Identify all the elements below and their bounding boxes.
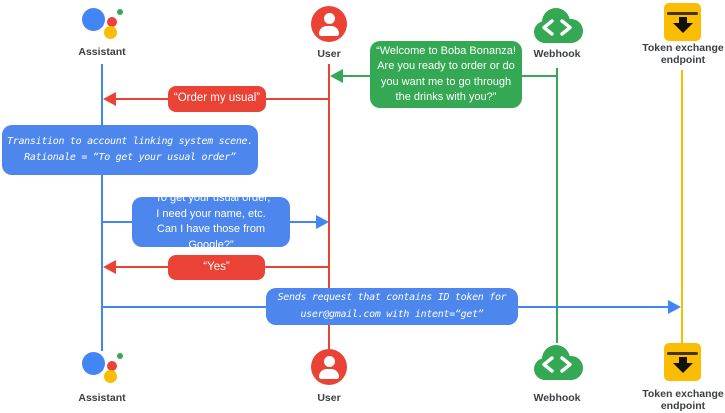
user-torso-icon: [319, 368, 339, 379]
ask-google-arrowhead-icon: [316, 215, 329, 229]
ask-google-bubble: “To get your usual order, I need your na…: [132, 192, 290, 251]
token-endpoint-label-top: Token exchange endpoint: [642, 42, 724, 66]
transition-note-bubble: Transition to account linking system sce…: [2, 125, 258, 175]
welcome-message-bubble: “Welcome to Boba Bonanza! Are you ready …: [370, 41, 522, 108]
token-arrow-down-icon: [672, 23, 693, 33]
user-label-bottom: User: [317, 392, 341, 404]
yes-arrowhead-icon: [103, 260, 116, 274]
google-assistant-icon-bottom: [82, 351, 124, 385]
welcome-arrowhead-icon: [330, 69, 343, 83]
token-arrow-stem-icon: [678, 17, 687, 24]
assistant-lifeline: [100, 64, 104, 351]
token-endpoint-icon: [664, 3, 701, 41]
assistant-red-dot-icon: [107, 17, 117, 27]
assistant-red-dot-icon: [107, 361, 117, 371]
token-endpoint-label-bottom: Token exchange endpoint: [642, 388, 724, 412]
webhook-cloud-icon-bottom: [528, 343, 586, 385]
order-usual-bubble: “Order my usual”: [168, 86, 266, 112]
assistant-green-dot-icon: [117, 9, 123, 15]
token-slot-icon: [667, 352, 698, 355]
user-torso-icon: [319, 25, 339, 36]
webhook-lifeline: [555, 68, 559, 343]
webhook-label-bottom: Webhook: [533, 392, 581, 404]
assistant-yellow-dot-icon: [104, 26, 117, 39]
yes-bubble: “Yes”: [168, 255, 265, 280]
assistant-blue-dot-icon: [82, 352, 105, 375]
assistant-blue-dot-icon: [82, 8, 105, 31]
user-head-icon: [323, 355, 335, 367]
token-slot-icon: [667, 12, 698, 15]
user-icon-bottom: [311, 349, 347, 385]
webhook-cloud-icon: [528, 6, 586, 48]
webhook-label-top: Webhook: [533, 48, 581, 60]
assistant-label-bottom: Assistant: [78, 392, 126, 404]
assistant-yellow-dot-icon: [104, 370, 117, 383]
user-head-icon: [323, 12, 335, 24]
token-endpoint-icon-bottom: [664, 343, 701, 381]
user-lifeline: [327, 64, 331, 349]
send-request-arrowhead-icon: [668, 300, 681, 314]
token-endpoint-lifeline: [680, 70, 684, 343]
assistant-label-top: Assistant: [78, 46, 126, 58]
send-request-bubble: Sends request that contains ID token for…: [266, 288, 518, 325]
order-usual-arrowhead-icon: [103, 92, 116, 106]
assistant-green-dot-icon: [117, 353, 123, 359]
token-arrow-stem-icon: [678, 357, 687, 364]
user-label-top: User: [317, 48, 341, 60]
user-icon: [311, 6, 347, 42]
google-assistant-icon: [82, 7, 124, 41]
token-arrow-down-icon: [672, 363, 693, 373]
